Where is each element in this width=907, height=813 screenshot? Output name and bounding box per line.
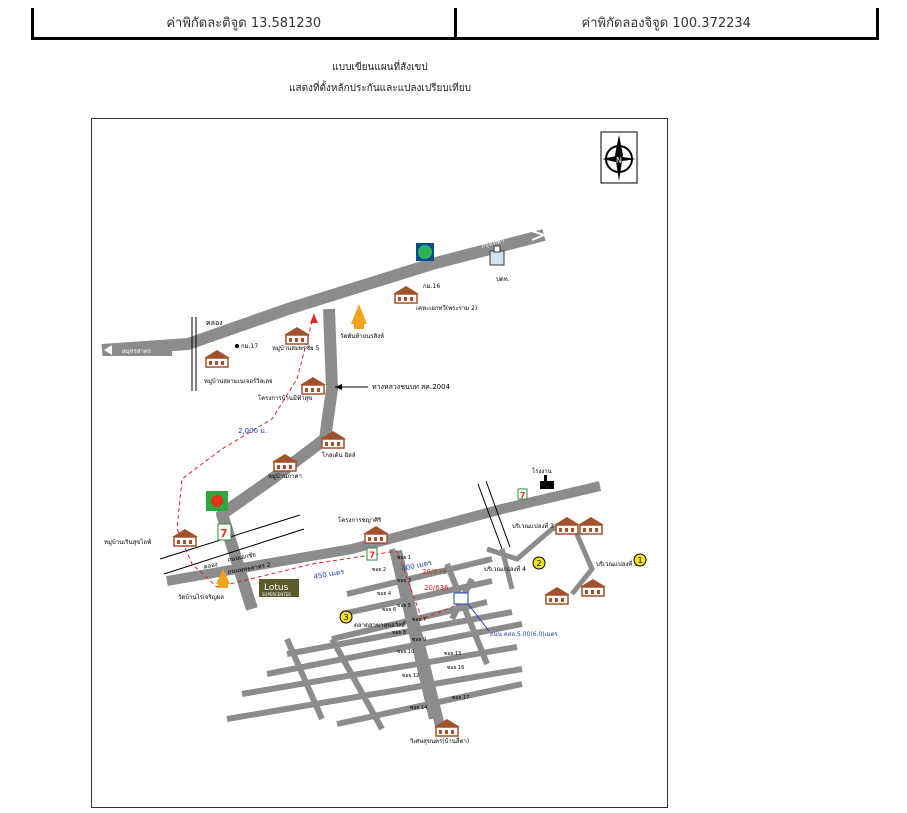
sketch-map: N สมุทรสาคร กรุงเทพฯ ถนนพระราม 2(ทล.35) … <box>101 131 647 745</box>
svg-text:1: 1 <box>637 556 642 565</box>
marker-2-icon: 2 <box>532 556 546 570</box>
village-1-label: หมู่บ้านสมพรชัย 5 <box>272 345 319 352</box>
soi-label: ซอย 16 <box>447 665 464 671</box>
ptt-label: ปตท. <box>496 276 510 283</box>
to-samutsakhon-label: สมุทรสาคร <box>122 348 152 355</box>
factory-label: โรงงาน <box>532 467 552 475</box>
soi-label: ซอย 14 <box>410 705 427 711</box>
temple-south-label: วัดบ้านไร่เจริญผล <box>178 593 224 601</box>
house-icon <box>553 516 581 535</box>
bank-logo-icon <box>416 243 434 261</box>
soi-label: ซอย 4 <box>377 591 391 597</box>
compass-icon: N <box>600 131 638 184</box>
map-subtitle: แสดงที่ตั้งหลักประกันและแปลงเปรียบเทียบ <box>289 83 471 94</box>
soi-label: ซอย 17 <box>452 695 469 701</box>
canal-label: คลอง <box>206 319 223 327</box>
compass-letter: N <box>616 156 622 165</box>
temple-icon <box>216 569 230 588</box>
village-2-label: หมู่บ้านสยามเนเจอร์วิลเลจ <box>204 377 273 385</box>
lotus-logo-icon: Lotus SUPERCENTER <box>259 579 299 597</box>
school-label: วิเศษสุขนคร(บ้านสี่ตา) <box>409 737 469 745</box>
marker-1-icon: 1 <box>633 553 647 567</box>
soi-label: ซอย 3 <box>397 578 411 584</box>
house-icon <box>577 516 605 535</box>
comparable-3-label: บริเวณแปลงที่ 3 <box>512 522 554 530</box>
house-icon <box>203 349 231 368</box>
soi-label: ซอย 2 <box>372 567 386 573</box>
soi-label: ซอย 10 <box>397 649 414 655</box>
soi-label: ซอย 8 <box>392 630 406 636</box>
distance-2000: 2,000 ม. <box>238 427 267 435</box>
soi-label: ซอย 12 <box>402 673 419 679</box>
soi-label: ซอย 1 <box>397 555 411 561</box>
svg-text:7: 7 <box>520 491 526 500</box>
subject-road-label: ถนน คสล.5.00(6.0)เมตร <box>490 631 558 638</box>
house-icon <box>299 376 327 395</box>
ptt-station-icon: ปตท. <box>489 245 510 283</box>
soi-label: ซอย 9 <box>412 637 426 643</box>
longitude-value: ค่าพิกัดลองจิจูด 100.372234 <box>453 8 877 37</box>
seven-eleven-icon: 7 <box>217 523 232 541</box>
house-icon <box>543 586 571 605</box>
comparable-5-label: บริเวณแปลงที่ 5 <box>596 560 638 568</box>
mark-16-label: กม.16 <box>423 283 440 290</box>
marker-3-icon: 3 <box>339 610 353 624</box>
svg-text:2: 2 <box>536 559 541 568</box>
house-icon <box>283 326 311 345</box>
svg-text:3: 3 <box>343 613 348 622</box>
factory-icon <box>540 475 554 489</box>
distance-450: 450 เมตร <box>313 568 345 581</box>
plot-number-b: 20/636 <box>424 584 449 592</box>
ekkachai-road <box>166 481 602 586</box>
seven-eleven-icon: 7 <box>366 547 378 561</box>
house-icon <box>362 525 390 544</box>
subject-plot-icon <box>453 592 469 605</box>
village-3-label: หมู่บ้านภาคา <box>268 473 302 480</box>
plot-number-a: 20/639 <box>422 568 447 576</box>
soi-label: ซอย 7 <box>412 617 426 623</box>
lotus-label: Lotus <box>264 583 289 593</box>
house-icon <box>392 285 420 304</box>
soi-label: ซอย 13 <box>444 651 461 657</box>
temple-icon <box>351 304 367 329</box>
house-icon <box>171 528 199 547</box>
market-label: ตลาดสาขาสุขสวัสดิ์ <box>354 620 407 629</box>
svg-text:7: 7 <box>220 527 228 540</box>
golden-hill-label: โกลเด้น ฮิลล์ <box>322 451 356 459</box>
canal-lower-label: คลอง <box>203 561 218 571</box>
map-frame: N สมุทรสาคร กรุงเทพฯ ถนนพระราม 2(ทล.35) … <box>91 118 668 808</box>
comparable-4-label: บริเวณแปลงที่ 4 <box>484 565 526 573</box>
soi-grid <box>226 548 523 731</box>
project-1-label: โครงการบ้านมีฟ้าสุข <box>258 394 312 402</box>
gas-station-icon <box>206 491 228 511</box>
coordinate-bar: ค่าพิกัดละติจูด 13.581230 ค่าพิกัดลองจิจ… <box>31 8 879 40</box>
village-4-label: หมู่บ้านเรินสุขไลฟ์ <box>104 538 151 546</box>
svg-text:7: 7 <box>369 551 375 561</box>
side-road-label: ทางหลวงชนบท สค.2004 <box>372 383 451 391</box>
lotus-sub-label: SUPERCENTER <box>262 592 291 597</box>
main-road: สมุทรสาคร กรุงเทพฯ ถนนพระราม 2(ทล.35) <box>101 229 547 356</box>
mark-17-label: กม.17 <box>241 343 258 350</box>
soi-label: ซอย 5 <box>397 603 411 609</box>
latitude-value: ค่าพิกัดละติจูด 13.581230 <box>166 16 322 31</box>
soi-label: ซอย 6 <box>382 607 396 613</box>
housing-project-label: โครงการชญาศิริ <box>338 516 382 524</box>
seven-eleven-icon: 7 <box>517 488 528 500</box>
map-title: แบบเขียนแผนที่สังเขป <box>332 62 428 73</box>
temple-north-label: วัดพันท้ายนรสิงห์ <box>340 332 384 340</box>
emporium-village-label: เคหะเอกทวี(พระราม 2) <box>416 304 477 312</box>
